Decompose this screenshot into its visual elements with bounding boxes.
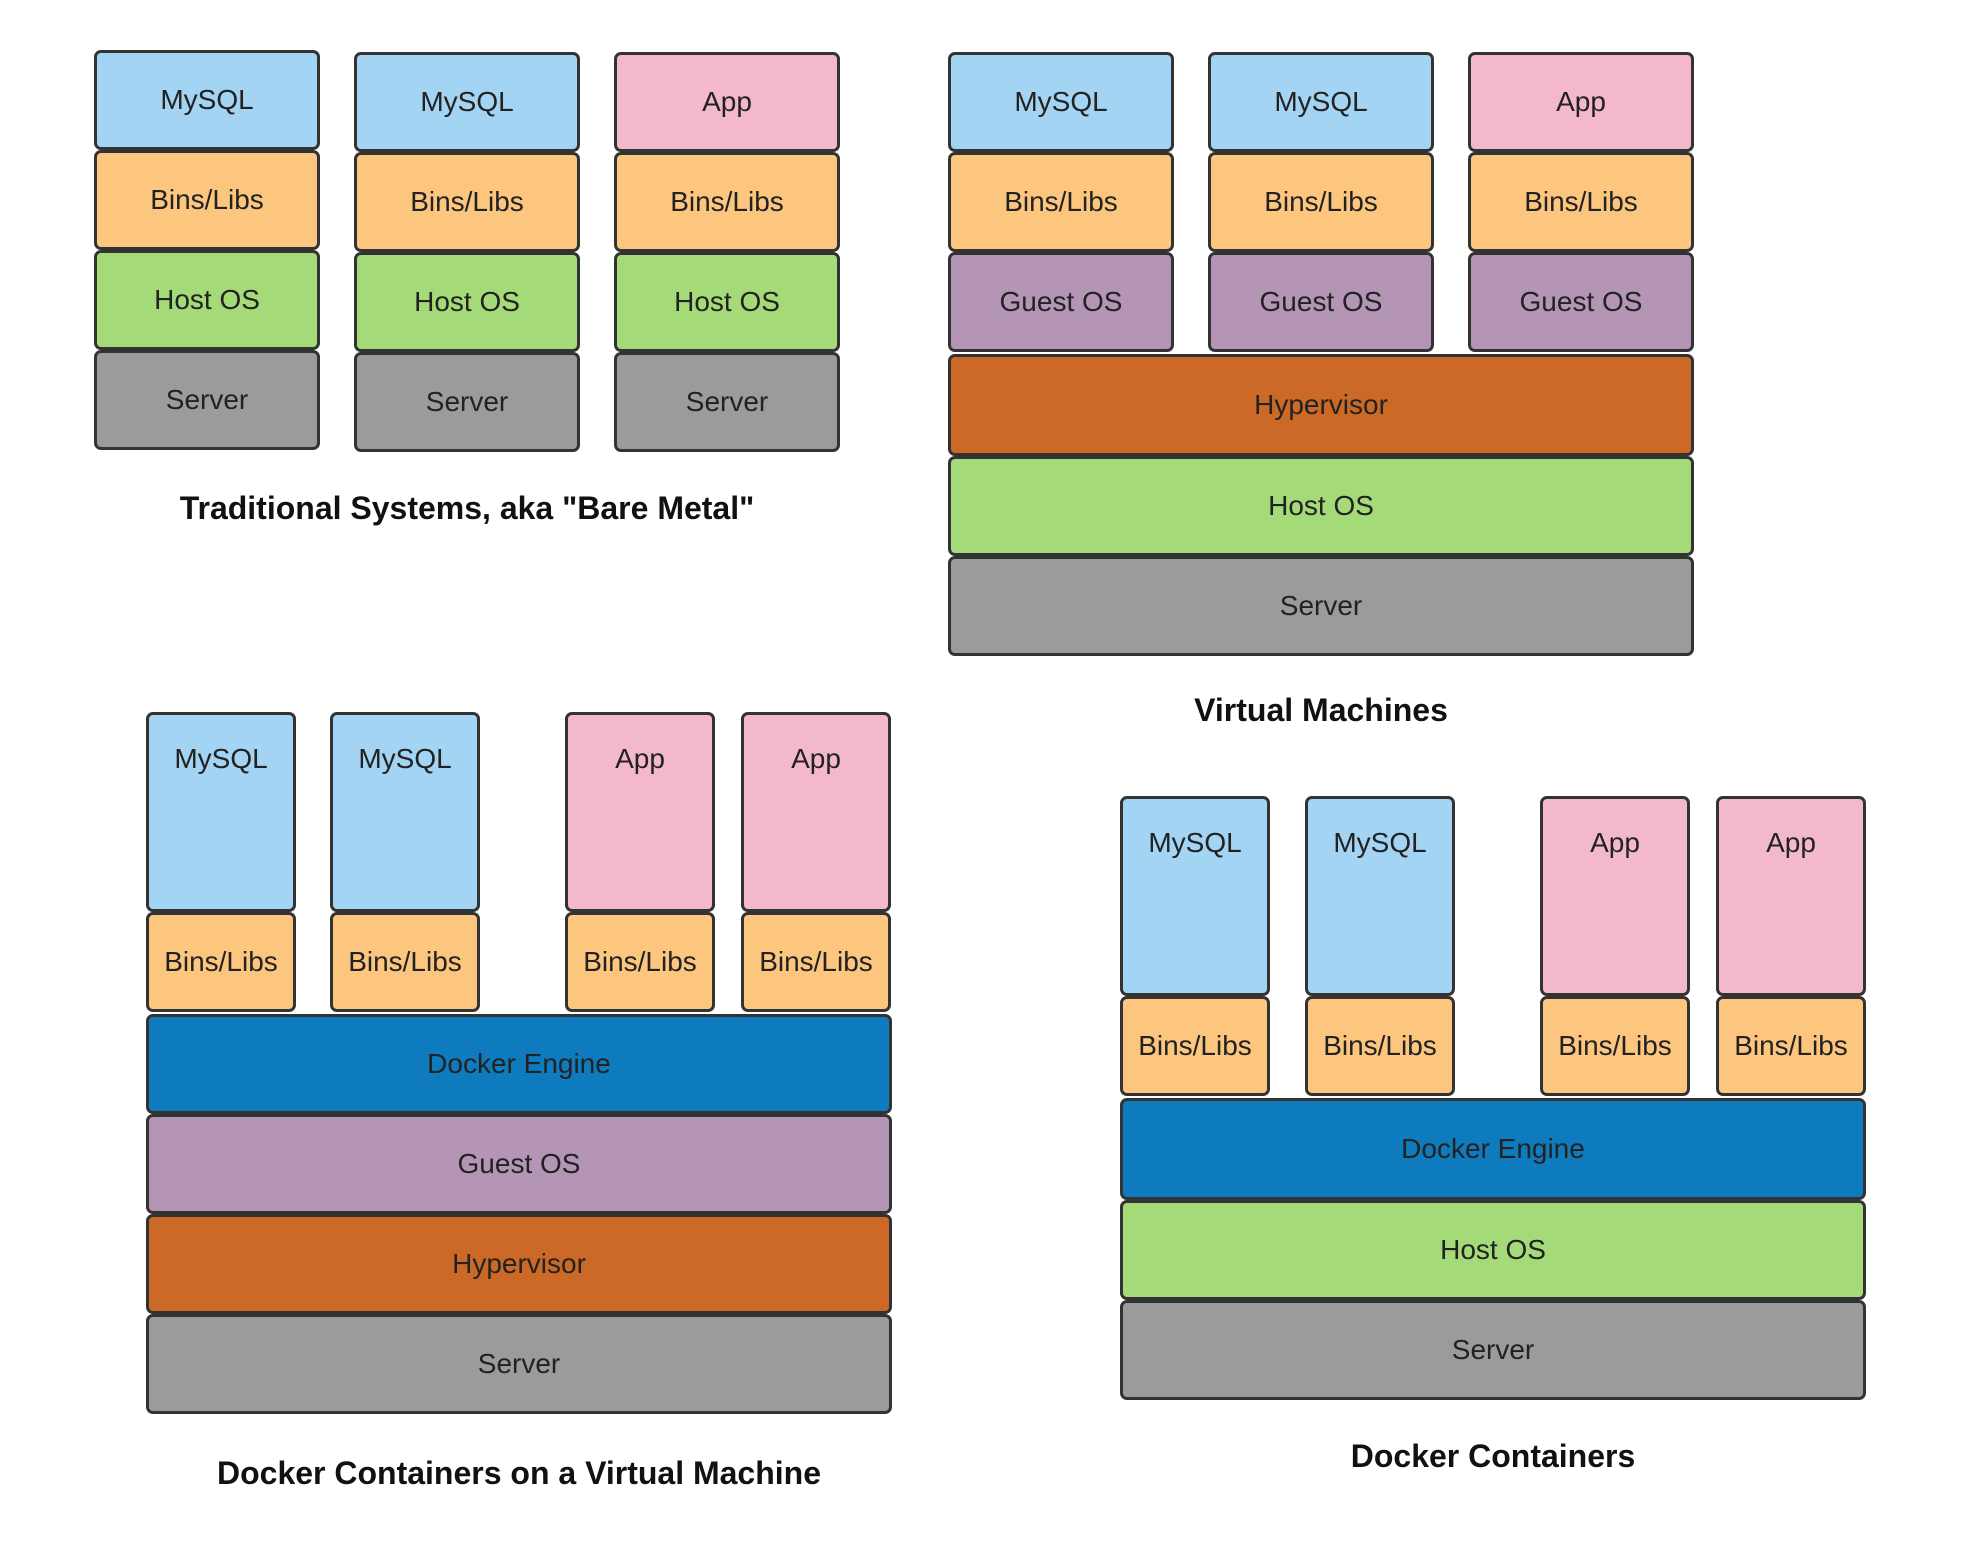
docker-engine-layer-label: Docker Engine xyxy=(427,1048,611,1079)
container-2-mysql-label: MySQL xyxy=(358,743,452,774)
stack-3-host-os-label: Host OS xyxy=(674,286,780,317)
container-1-mysql: MySQL xyxy=(1120,796,1270,996)
vm-2-guest-os: Guest OS xyxy=(1208,252,1434,352)
vm-1-bins-libs-label: Bins/Libs xyxy=(1004,186,1118,217)
stack-3-app-label: App xyxy=(702,86,752,117)
hypervisor-layer-label: Hypervisor xyxy=(452,1248,586,1279)
container-3-app-label: App xyxy=(615,743,665,774)
hypervisor-layer: Hypervisor xyxy=(948,354,1694,456)
vm-2-mysql-label: MySQL xyxy=(1274,86,1368,117)
bare-metal-caption: Traditional Systems, aka "Bare Metal" xyxy=(179,490,755,526)
server-layer: Server xyxy=(146,1314,892,1414)
vm-3-bins-libs-label: Bins/Libs xyxy=(1524,186,1638,217)
host-os-layer-label: Host OS xyxy=(1268,490,1374,521)
vm-3-guest-os-label: Guest OS xyxy=(1519,286,1643,317)
container-3-bins-libs-label: Bins/Libs xyxy=(583,946,697,977)
stack-2-bins-libs: Bins/Libs xyxy=(354,152,580,252)
server-layer: Server xyxy=(948,556,1694,656)
container-2-mysql-label: MySQL xyxy=(1333,827,1427,858)
stack-1-bins-libs: Bins/Libs xyxy=(94,150,320,250)
container-2-bins-libs: Bins/Libs xyxy=(330,912,480,1012)
hypervisor-layer: Hypervisor xyxy=(146,1214,892,1314)
docker-on-vm-caption: Docker Containers on a Virtual Machine xyxy=(216,1455,821,1491)
container-3-bins-libs: Bins/Libs xyxy=(1540,996,1690,1096)
stack-2-bins-libs-label: Bins/Libs xyxy=(410,186,524,217)
container-3-app: App xyxy=(565,712,715,912)
container-3-bins-libs: Bins/Libs xyxy=(565,912,715,1012)
stack-3-server: Server xyxy=(614,352,840,452)
container-2-bins-libs-label: Bins/Libs xyxy=(1323,1030,1437,1061)
guest-os-layer: Guest OS xyxy=(146,1114,892,1214)
container-3-app-label: App xyxy=(1590,827,1640,858)
docker-engine-layer-label: Docker Engine xyxy=(1401,1133,1585,1164)
stack-3-bins-libs: Bins/Libs xyxy=(614,152,840,252)
container-4-bins-libs: Bins/Libs xyxy=(1716,996,1866,1096)
stack-1-mysql: MySQL xyxy=(94,50,320,150)
vm-3-app-label: App xyxy=(1556,86,1606,117)
stack-2-server-label: Server xyxy=(425,386,509,417)
container-1-bins-libs: Bins/Libs xyxy=(1120,996,1270,1096)
hypervisor-layer-label: Hypervisor xyxy=(1254,389,1388,420)
stack-1-server: Server xyxy=(94,350,320,450)
stack-1-host-os-label: Host OS xyxy=(154,284,260,315)
server-layer-label: Server xyxy=(1279,590,1363,621)
vm-3-guest-os: Guest OS xyxy=(1468,252,1694,352)
server-layer: Server xyxy=(1120,1300,1866,1400)
host-os-layer: Host OS xyxy=(1120,1200,1866,1300)
server-layer-label: Server xyxy=(477,1348,561,1379)
vm-3-bins-libs: Bins/Libs xyxy=(1468,152,1694,252)
stack-2-mysql: MySQL xyxy=(354,52,580,152)
container-2-mysql: MySQL xyxy=(1305,796,1455,996)
virtual-machines-caption: Virtual Machines xyxy=(1194,692,1448,728)
container-2-bins-libs: Bins/Libs xyxy=(1305,996,1455,1096)
host-os-layer: Host OS xyxy=(948,456,1694,556)
stack-3-host-os: Host OS xyxy=(614,252,840,352)
container-1-mysql-label: MySQL xyxy=(1148,827,1242,858)
vm-2-mysql: MySQL xyxy=(1208,52,1434,152)
vm-1-guest-os-label: Guest OS xyxy=(999,286,1123,317)
vm-1-mysql: MySQL xyxy=(948,52,1174,152)
container-1-mysql: MySQL xyxy=(146,712,296,912)
container-4-bins-libs: Bins/Libs xyxy=(741,912,891,1012)
container-1-mysql-label: MySQL xyxy=(174,743,268,774)
container-4-app: App xyxy=(741,712,891,912)
vm-1-bins-libs: Bins/Libs xyxy=(948,152,1174,252)
stack-2-host-os: Host OS xyxy=(354,252,580,352)
container-4-bins-libs-label: Bins/Libs xyxy=(759,946,873,977)
stack-2-host-os-label: Host OS xyxy=(414,286,520,317)
container-3-app: App xyxy=(1540,796,1690,996)
container-1-bins-libs: Bins/Libs xyxy=(146,912,296,1012)
vm-2-bins-libs: Bins/Libs xyxy=(1208,152,1434,252)
stack-3-server-label: Server xyxy=(685,386,769,417)
docker-engine-layer: Docker Engine xyxy=(146,1014,892,1114)
container-1-bins-libs-label: Bins/Libs xyxy=(1138,1030,1252,1061)
container-2-mysql: MySQL xyxy=(330,712,480,912)
docker-containers-caption: Docker Containers xyxy=(1350,1438,1636,1474)
stack-2-mysql-label: MySQL xyxy=(420,86,514,117)
docker-engine-layer: Docker Engine xyxy=(1120,1098,1866,1200)
stack-1-bins-libs-label: Bins/Libs xyxy=(150,184,264,215)
stack-3-app: App xyxy=(614,52,840,152)
host-os-layer-label: Host OS xyxy=(1440,1234,1546,1265)
stack-1-host-os: Host OS xyxy=(94,250,320,350)
container-4-bins-libs-label: Bins/Libs xyxy=(1734,1030,1848,1061)
stack-2-server: Server xyxy=(354,352,580,452)
vm-1-mysql-label: MySQL xyxy=(1014,86,1108,117)
container-1-bins-libs-label: Bins/Libs xyxy=(164,946,278,977)
vm-1-guest-os: Guest OS xyxy=(948,252,1174,352)
container-4-app: App xyxy=(1716,796,1866,996)
vm-2-bins-libs-label: Bins/Libs xyxy=(1264,186,1378,217)
stack-3-bins-libs-label: Bins/Libs xyxy=(670,186,784,217)
container-4-app-label: App xyxy=(1766,827,1816,858)
container-2-bins-libs-label: Bins/Libs xyxy=(348,946,462,977)
stack-1-mysql-label: MySQL xyxy=(160,84,254,115)
guest-os-layer-label: Guest OS xyxy=(457,1148,581,1179)
vm-3-app: App xyxy=(1468,52,1694,152)
container-4-app-label: App xyxy=(791,743,841,774)
server-layer-label: Server xyxy=(1451,1334,1535,1365)
vm-2-guest-os-label: Guest OS xyxy=(1259,286,1383,317)
stack-1-server-label: Server xyxy=(165,384,249,415)
container-3-bins-libs-label: Bins/Libs xyxy=(1558,1030,1672,1061)
